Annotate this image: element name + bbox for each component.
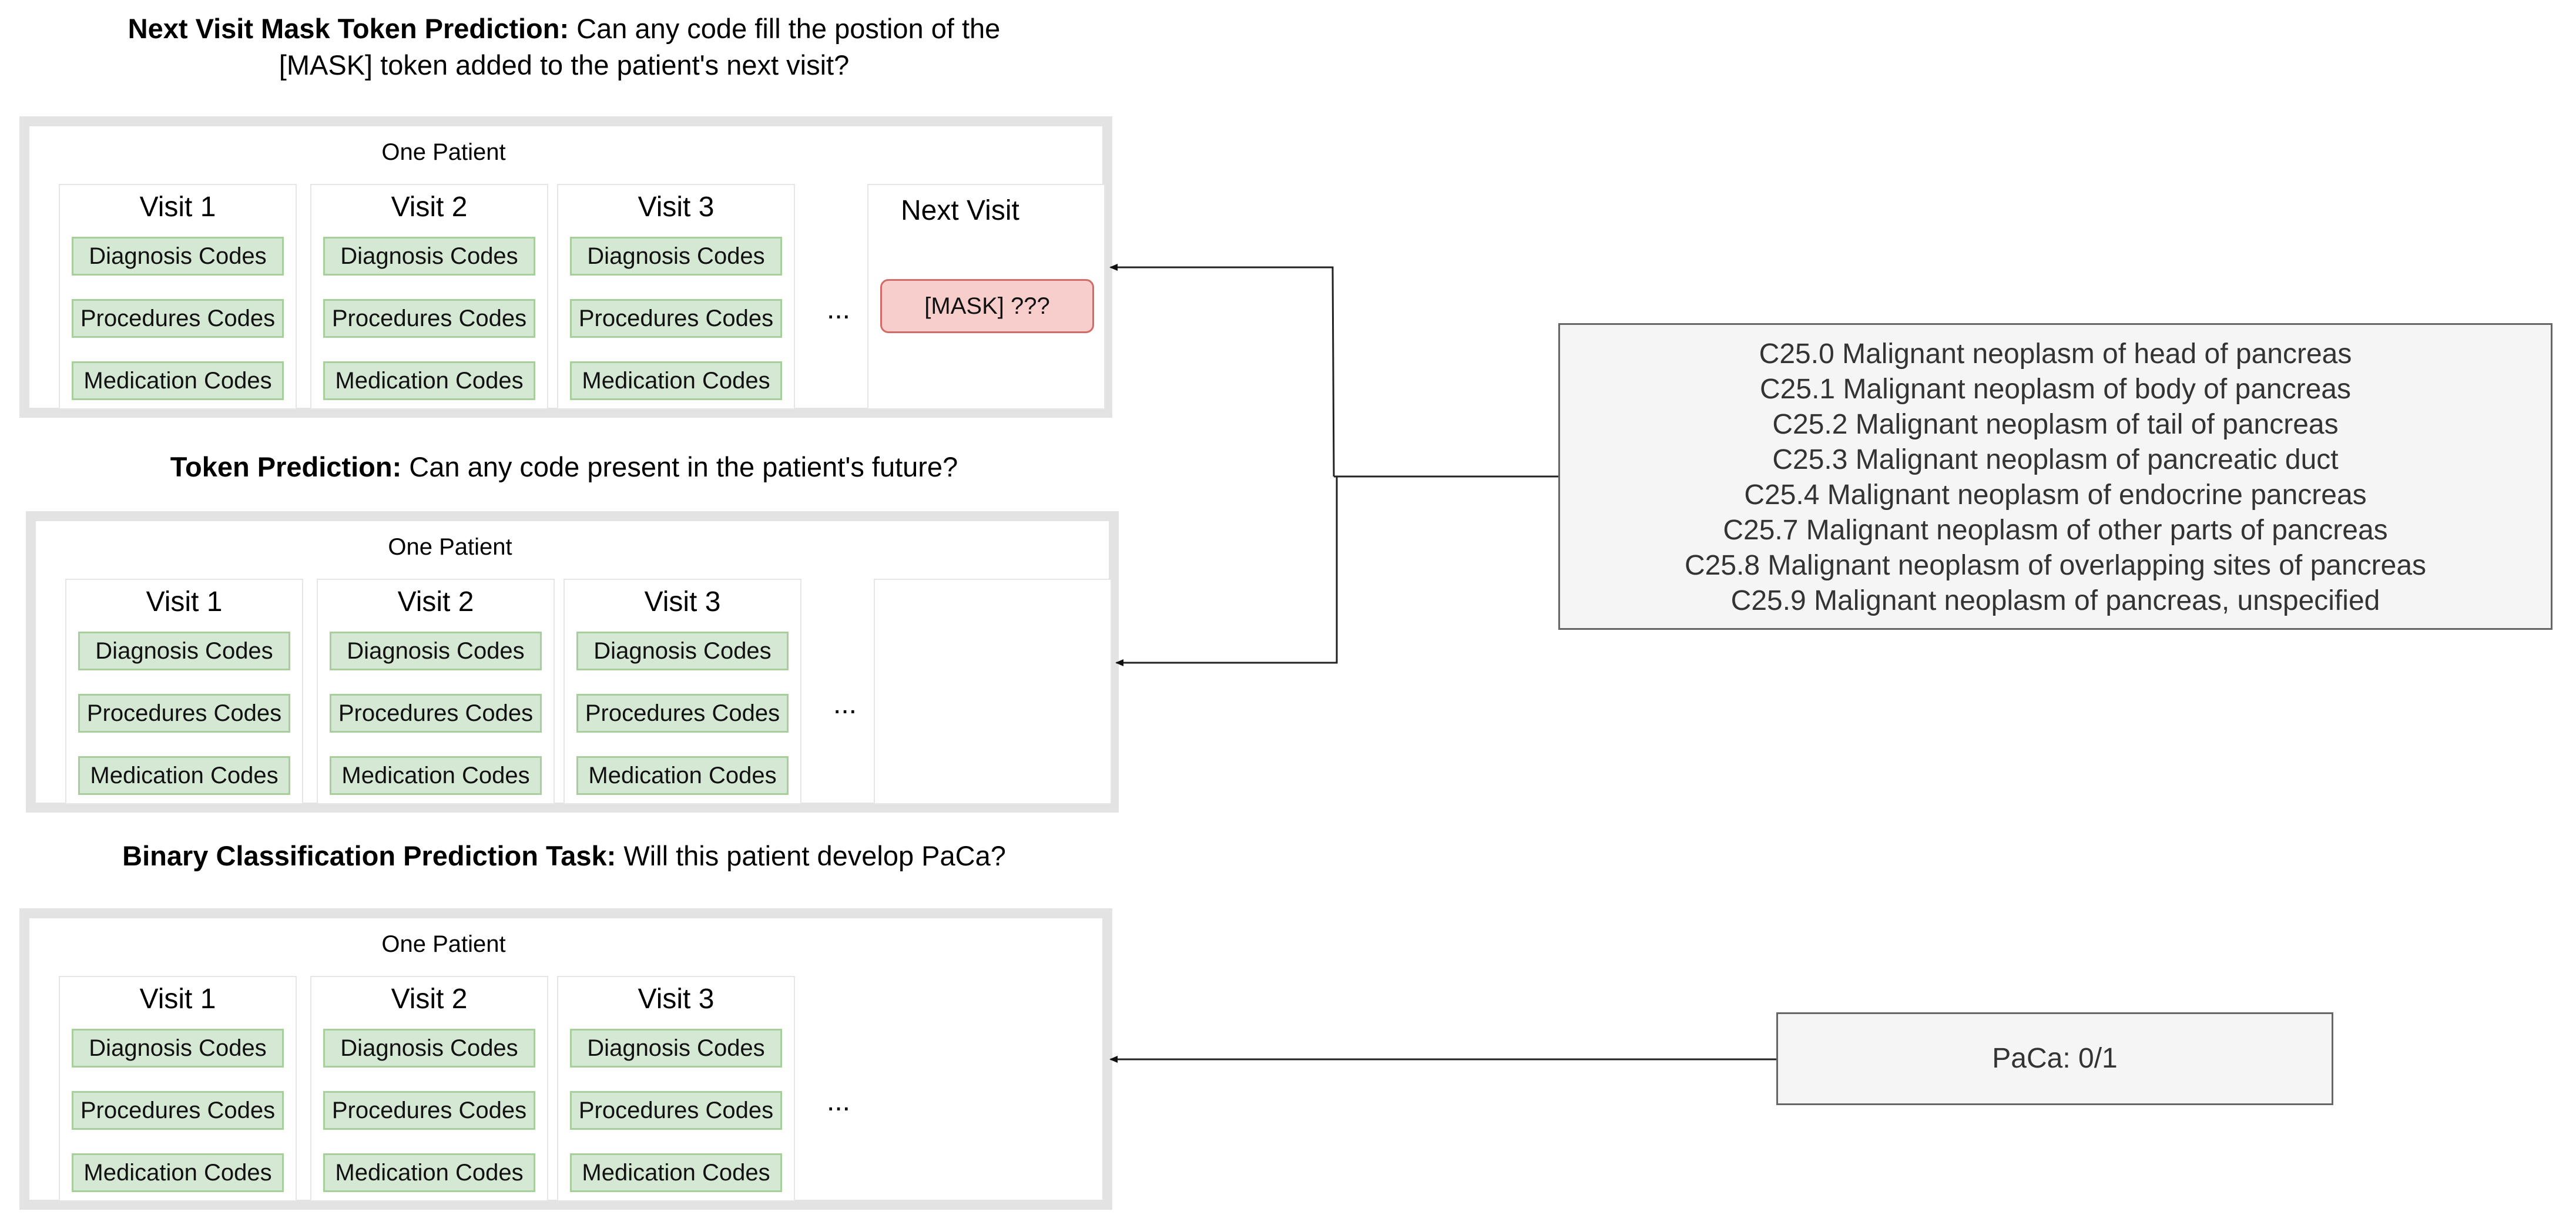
diagnosis-codes-box: Diagnosis Codes — [576, 632, 789, 670]
visit-box-3: Visit 3 Diagnosis Codes Procedures Codes… — [557, 976, 795, 1201]
medication-codes-box: Medication Codes — [323, 1153, 535, 1192]
visit-title: Visit 2 — [397, 586, 474, 617]
procedures-codes-box: Procedures Codes — [78, 694, 290, 733]
visit-title: Visit 2 — [391, 984, 468, 1015]
code-line: C25.9 Malignant neoplasm of pancreas, un… — [1730, 585, 2380, 616]
diagnosis-codes-box: Diagnosis Codes — [72, 237, 284, 276]
procedures-codes-box: Procedures Codes — [72, 299, 284, 338]
visit-title: Visit 1 — [146, 586, 223, 617]
diagnosis-codes-box: Diagnosis Codes — [78, 632, 290, 670]
diagnosis-codes-box: Diagnosis Codes — [330, 632, 542, 670]
code-line: C25.4 Malignant neoplasm of endocrine pa… — [1744, 479, 2367, 511]
patient-box-2: One Patient Visit 1 Diagnosis Codes Proc… — [26, 511, 1119, 813]
next-visit-box: Next Visit [MASK] ??? — [867, 184, 1105, 410]
visit-title: Visit 1 — [139, 984, 216, 1015]
procedures-codes-box: Procedures Codes — [570, 1091, 782, 1130]
section-2-heading-text: Can any code present in the patient's fu… — [401, 451, 958, 482]
diagnosis-codes-box: Diagnosis Codes — [570, 237, 782, 276]
visit-box-1: Visit 1 Diagnosis Codes Procedures Codes… — [65, 579, 303, 804]
visit-title: Visit 1 — [139, 192, 216, 223]
diagnosis-codes-box: Diagnosis Codes — [72, 1029, 284, 1068]
visit-box-2: Visit 2 Diagnosis Codes Procedures Codes… — [317, 579, 555, 804]
visit-title: Visit 3 — [638, 192, 715, 223]
diagnosis-codes-box: Diagnosis Codes — [323, 1029, 535, 1068]
medication-codes-box: Medication Codes — [72, 361, 284, 400]
code-line: C25.2 Malignant neoplasm of tail of panc… — [1772, 409, 2339, 440]
section-1-heading-line-1: Next Visit Mask Token Prediction: Can an… — [24, 11, 1105, 47]
visit-box-2: Visit 2 Diagnosis Codes Procedures Codes… — [310, 976, 548, 1201]
patient-label: One Patient — [381, 931, 506, 957]
procedures-codes-box: Procedures Codes — [323, 1091, 535, 1130]
section-1-heading-bold: Next Visit Mask Token Prediction: — [128, 13, 569, 44]
procedures-codes-box: Procedures Codes — [72, 1091, 284, 1130]
medication-codes-box: Medication Codes — [78, 756, 290, 795]
patient-label: One Patient — [388, 534, 512, 560]
more-visits-ellipsis: ... — [826, 294, 850, 325]
visit-box-1: Visit 1 Diagnosis Codes Procedures Codes… — [59, 184, 297, 410]
arrow-to-token-task — [1115, 476, 1338, 666]
mask-token-box: [MASK] ??? — [880, 279, 1094, 333]
future-visit-box — [874, 579, 1112, 804]
procedures-codes-box: Procedures Codes — [576, 694, 789, 733]
section-1-heading-text: Can any code fill the postion of the — [569, 13, 1001, 44]
arrow-to-mask-task — [1109, 264, 1335, 477]
section-1-heading-line-2: [MASK] token added to the patient's next… — [279, 49, 850, 80]
visit-box-2: Visit 2 Diagnosis Codes Procedures Codes… — [310, 184, 548, 410]
section-1-heading: Next Visit Mask Token Prediction: Can an… — [24, 11, 1105, 83]
procedures-codes-box: Procedures Codes — [570, 299, 782, 338]
more-visits-ellipsis: ... — [826, 1086, 850, 1117]
code-line: C25.8 Malignant neoplasm of overlapping … — [1684, 550, 2427, 581]
visit-box-3: Visit 3 Diagnosis Codes Procedures Codes… — [557, 184, 795, 410]
code-line: C25.1 Malignant neoplasm of body of panc… — [1760, 374, 2351, 405]
section-3-heading-text: Will this patient develop PaCa? — [616, 840, 1006, 871]
medication-codes-box: Medication Codes — [330, 756, 542, 795]
paca-label-box: PaCa: 0/1 — [1776, 1012, 2333, 1105]
section-3-heading: Binary Classification Prediction Task: W… — [24, 838, 1105, 874]
patient-box-1: One Patient Visit 1 Diagnosis Codes Proc… — [19, 116, 1112, 418]
medication-codes-box: Medication Codes — [323, 361, 535, 400]
more-visits-ellipsis: ... — [833, 689, 857, 720]
medication-codes-box: Medication Codes — [570, 1153, 782, 1192]
patient-box-3: One Patient Visit 1 Diagnosis Codes Proc… — [19, 908, 1112, 1210]
next-visit-title: Next Visit — [901, 195, 1019, 226]
visit-box-1: Visit 1 Diagnosis Codes Procedures Codes… — [59, 976, 297, 1201]
medication-codes-box: Medication Codes — [72, 1153, 284, 1192]
visit-title: Visit 3 — [638, 984, 715, 1015]
code-line: C25.7 Malignant neoplasm of other parts … — [1723, 515, 2388, 546]
visit-box-3: Visit 3 Diagnosis Codes Procedures Codes… — [564, 579, 801, 804]
pancreatic-codes-box: C25.0 Malignant neoplasm of head of panc… — [1558, 323, 2552, 630]
diagnosis-codes-box: Diagnosis Codes — [323, 237, 535, 276]
diagnosis-codes-box: Diagnosis Codes — [570, 1029, 782, 1068]
section-2-heading: Token Prediction: Can any code present i… — [24, 449, 1105, 485]
section-2-heading-bold: Token Prediction: — [170, 451, 402, 482]
code-line: C25.3 Malignant neoplasm of pancreatic d… — [1772, 444, 2339, 475]
procedures-codes-box: Procedures Codes — [330, 694, 542, 733]
code-line: C25.0 Malignant neoplasm of head of panc… — [1759, 338, 2352, 370]
visit-title: Visit 3 — [644, 586, 721, 617]
visit-title: Visit 2 — [391, 192, 468, 223]
medication-codes-box: Medication Codes — [570, 361, 782, 400]
patient-label: One Patient — [381, 139, 506, 165]
section-3-heading-bold: Binary Classification Prediction Task: — [122, 840, 616, 871]
procedures-codes-box: Procedures Codes — [323, 299, 535, 338]
medication-codes-box: Medication Codes — [576, 756, 789, 795]
